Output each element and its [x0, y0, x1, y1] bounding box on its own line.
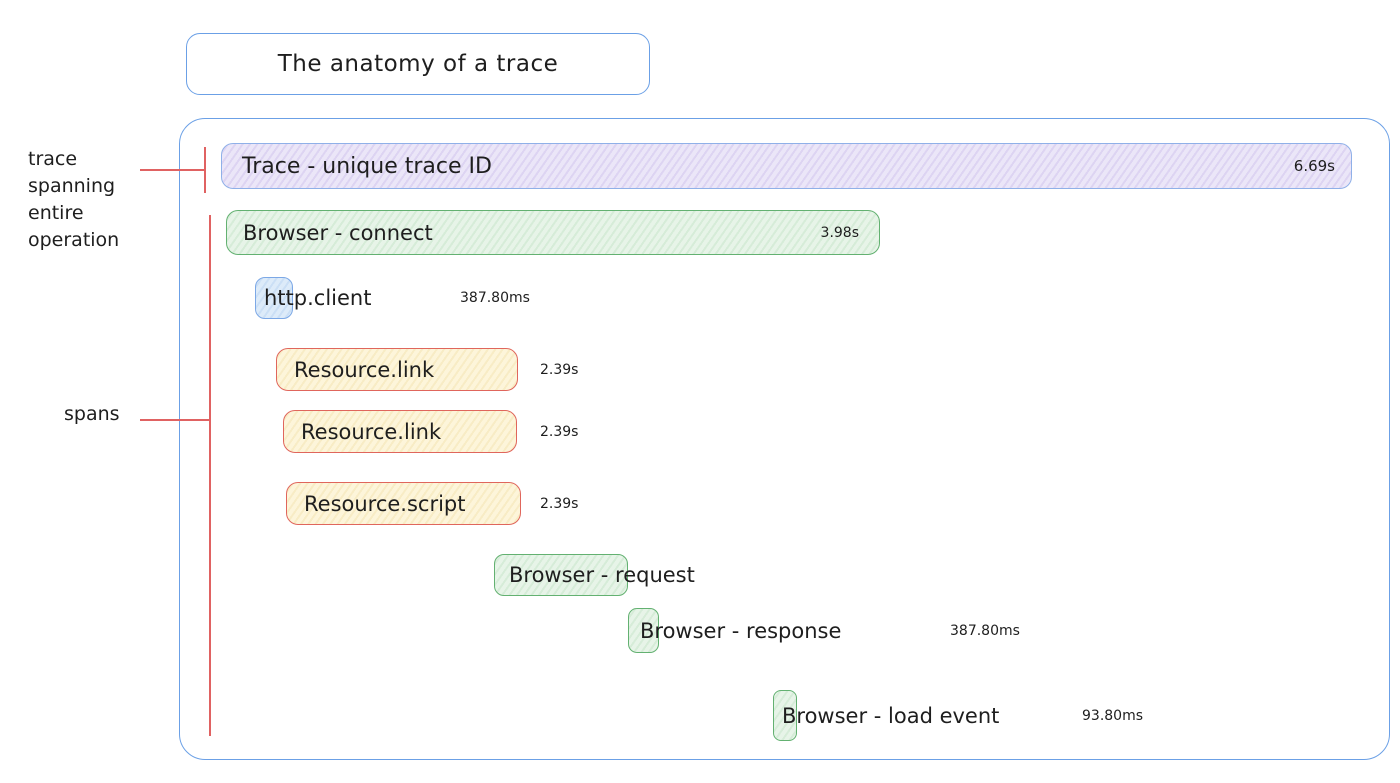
spans-bracket-line — [209, 215, 211, 736]
span-label: Resource.link — [294, 357, 435, 382]
span-bar-resource-link-2: Resource.link — [283, 410, 517, 453]
span-bar-browser-connect: Browser - connect 3.98s — [226, 210, 880, 255]
span-bar-trace: Trace - unique trace ID 6.69s — [221, 143, 1352, 189]
span-bar-resource-script: Resource.script — [286, 482, 521, 525]
span-duration: 387.80ms — [460, 290, 530, 306]
trace-annotation-connector-line — [140, 169, 204, 171]
span-duration: 3.98s — [820, 224, 859, 241]
span-label: Browser - connect — [243, 220, 433, 245]
trace-annotation-tick-line — [204, 147, 206, 193]
annotation-spans: spans — [64, 403, 120, 425]
span-label: http.client — [264, 286, 372, 310]
span-label: Browser - response — [640, 618, 842, 643]
span-duration: 2.39s — [540, 495, 579, 512]
span-duration: 6.69s — [1293, 157, 1335, 175]
span-duration: 93.80ms — [1082, 707, 1144, 724]
span-bar-browser-load-event — [773, 690, 797, 741]
span-duration: 2.39s — [540, 423, 579, 440]
diagram-title-box: The anatomy of a trace — [186, 33, 650, 95]
span-bar-http-client — [255, 277, 293, 319]
spans-annotation-connector-line — [140, 419, 210, 421]
span-bar-browser-request — [494, 554, 628, 596]
span-duration: 2.39s — [540, 361, 579, 378]
span-duration: 387.80ms — [950, 622, 1020, 639]
span-bar-browser-response — [628, 608, 659, 653]
span-label: Resource.link — [301, 419, 442, 444]
annotation-trace-spanning: trace spanning entire operation — [28, 148, 120, 251]
trace-frame — [179, 118, 1390, 760]
span-label: Browser - request — [509, 563, 695, 587]
span-label: Browser - load event — [782, 703, 1000, 728]
diagram-title: The anatomy of a trace — [277, 51, 559, 77]
span-bar-resource-link-1: Resource.link — [276, 348, 518, 391]
span-label: Resource.script — [304, 491, 466, 516]
span-label: Trace - unique trace ID — [242, 153, 492, 179]
